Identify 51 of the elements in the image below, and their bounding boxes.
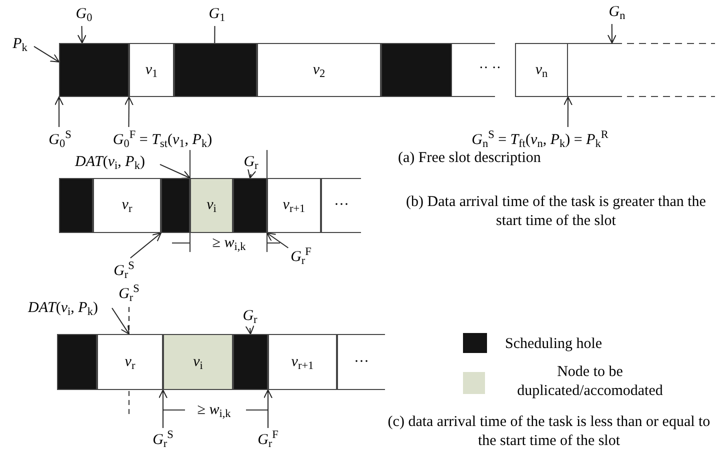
ellipsis-mark: ·· ·· <box>478 60 502 78</box>
continuation-slot: ··· <box>337 334 385 390</box>
arrow <box>124 96 134 128</box>
arrow <box>112 308 130 334</box>
subfigure-caption: (b) Data arrival time of the task is greater than the start time of the slot <box>405 193 707 231</box>
dimension-label: ≥ w$_{i,k}$ <box>211 234 247 254</box>
task-slot: v$_{2}$ <box>257 43 381 97</box>
math-label: G$_{1}$ <box>203 2 231 26</box>
arrow <box>266 232 289 248</box>
math-label: G$_{n}$ <box>602 0 632 24</box>
math-label: G$_{0}$ <box>70 2 98 26</box>
scheduling-hole-block <box>161 178 190 233</box>
continuation-slot: ··· <box>321 178 361 233</box>
duplicated-task-slot: v$_{i}$ <box>163 334 233 390</box>
subfigure-caption: (c) data arrival time of the task is less than or equal to the start time of the slot <box>386 413 712 451</box>
task-slot: v$_{1}$ <box>129 43 174 97</box>
arrow <box>34 46 60 62</box>
scheduling-hole-block <box>174 43 257 97</box>
math-label: DAT(v$_{i}$, P$_{k}$) <box>60 150 160 174</box>
scheduling-hole-block <box>233 178 267 233</box>
task-slot: v$_{n}$ <box>515 43 568 97</box>
arrow <box>160 164 190 179</box>
arrow <box>77 26 86 44</box>
leader-line <box>214 26 216 44</box>
math-label: G$_{r}$ <box>238 150 264 174</box>
math-label: DAT(v$_{i}$, P$_{k}$) <box>14 296 112 320</box>
task-slot: v$_{r}$ <box>97 334 163 390</box>
arrow <box>54 96 64 128</box>
arrow <box>607 24 616 44</box>
subfigure-caption: (a) Free slot description <box>398 149 541 168</box>
math-label: G$_{0}$$^{F}$ = T$_{st}$(v$_{1}$, P$_{k}$) <box>95 127 230 153</box>
arrow <box>248 168 256 178</box>
scheduling-hole-block <box>381 43 452 97</box>
math-label: G$_{r}$ <box>237 304 263 328</box>
task-slot: v$_{r+1}$ <box>268 334 337 390</box>
arrow <box>264 390 272 428</box>
math-label: P$_{k}$ <box>6 32 34 56</box>
task-slot: v$_{r}$ <box>93 178 161 233</box>
duplicated-task-slot: v$_{i}$ <box>190 178 233 233</box>
legend-text: Node to be duplicated/accomodated <box>516 363 664 401</box>
arrow <box>130 232 162 258</box>
arrow <box>158 390 168 428</box>
scheduling-hole-block <box>233 334 268 390</box>
legend-text: Scheduling hole <box>505 335 602 354</box>
arrow <box>245 325 254 334</box>
scheduling-hole-block <box>59 43 129 97</box>
arrow <box>563 96 572 128</box>
task-slot: v$_{r+1}$ <box>267 178 321 233</box>
scheduling-hole-block <box>59 178 93 233</box>
dimension-label: ≥ w$_{i,k}$ <box>196 401 232 422</box>
scheduling-hole-block <box>57 334 97 390</box>
